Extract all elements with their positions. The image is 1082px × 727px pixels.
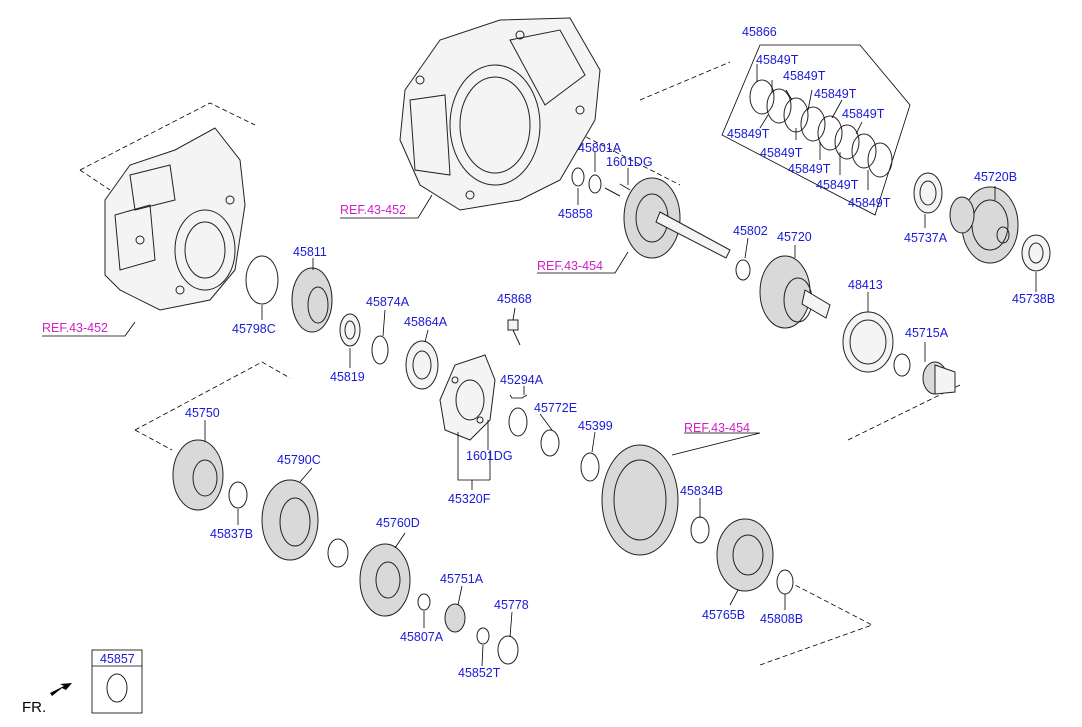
shaft-45715a [922, 361, 956, 395]
washer-45834b [690, 516, 710, 544]
washer-45399 [580, 452, 600, 482]
washer-45807a [417, 593, 431, 611]
label-45320f: 45320F [448, 492, 491, 506]
washer-45801a [588, 174, 602, 194]
label-45738b: 45738B [1012, 292, 1055, 306]
washer-45715a-ring [893, 353, 911, 377]
label-45808b: 45808B [760, 612, 803, 626]
washer-45760d [327, 538, 349, 568]
bolt-45868 [507, 319, 521, 346]
washer-45858 [571, 167, 585, 187]
label-45798c: 45798C [232, 322, 276, 336]
label-45866: 45866 [742, 25, 777, 39]
ref-label-shaft: REF.43-454 [537, 259, 603, 273]
front-arrow-icon [50, 683, 72, 696]
label-45849t: 45849T [788, 162, 831, 176]
label-45399: 45399 [578, 419, 613, 433]
front-indicator-label: FR. [22, 699, 46, 716]
washer-45874a [371, 335, 389, 365]
label-45874a: 45874A [366, 295, 410, 309]
cover-45320f [439, 354, 496, 441]
input-shaft-1601dg [604, 177, 731, 259]
label-45811: 45811 [293, 245, 327, 259]
label-45857: 45857 [100, 652, 135, 666]
washer-45837b [228, 481, 248, 509]
gear-45720 [759, 255, 831, 329]
rear-housing [104, 127, 246, 311]
bearing-45737a [913, 172, 943, 214]
gear-45790c [261, 479, 319, 561]
bearing-45864a [405, 340, 439, 390]
label-45790c: 45790C [277, 453, 321, 467]
group-outlines [79, 44, 961, 666]
label-45819: 45819 [330, 370, 365, 384]
bearing-45738b [1021, 234, 1051, 272]
washer-45852t [476, 627, 490, 645]
gear-45720b [949, 186, 1019, 264]
label-45750: 45750 [185, 406, 220, 420]
label-45294a: 45294A [500, 373, 544, 387]
gear-45811 [291, 267, 333, 333]
label-45849t: 45849T [756, 53, 799, 67]
leader-lines [204, 64, 1037, 667]
label-45849t: 45849T [760, 146, 803, 160]
label-45864a: 45864A [404, 315, 448, 329]
label-45849t: 45849T [816, 178, 859, 192]
label-45778: 45778 [494, 598, 529, 612]
part-labels: 45866 45849T 45849T 45849T 45849T 45849T… [100, 25, 1055, 680]
gear-45760d [359, 543, 411, 617]
ring-45778 [497, 635, 519, 665]
label-45751a: 45751A [440, 572, 484, 586]
label-45802: 45802 [733, 224, 768, 238]
ref-label-top: REF.43-452 [340, 203, 406, 217]
washer-45808b [776, 569, 794, 595]
seals-45294a [508, 407, 528, 437]
label-45849t: 45849T [727, 127, 770, 141]
snap-ring-45798c [245, 255, 279, 305]
label-45760d: 45760D [376, 516, 420, 530]
label-45849t: 45849T [783, 69, 826, 83]
sleeve-48413 [842, 311, 894, 373]
ring-gear-ref-454 [601, 444, 679, 556]
label-45715a: 45715A [905, 326, 949, 340]
reference-labels: REF.43-452 REF.43-452 REF.43-454 REF.43-… [42, 203, 750, 435]
reference-lines [42, 194, 761, 456]
label-45737a: 45737A [904, 231, 948, 245]
label-45849t: 45849T [842, 107, 885, 121]
label-45765b: 45765B [702, 608, 745, 622]
washer-45802 [735, 259, 751, 281]
gear-45765b [716, 518, 774, 592]
legend-box-45857 [91, 649, 143, 714]
washer-45772e [540, 429, 560, 457]
ref-label-left: REF.43-452 [42, 321, 108, 335]
label-45801a: 45801A [578, 141, 622, 155]
label-1601dg: 1601DG [466, 449, 513, 463]
label-45834b: 45834B [680, 484, 723, 498]
label-45849t: 45849T [848, 196, 891, 210]
label-45868: 45868 [497, 292, 532, 306]
ring-set-bracket [721, 44, 911, 216]
label-45849t: 45849T [814, 87, 857, 101]
bearing-45819 [339, 313, 361, 347]
label-45720: 45720 [777, 230, 812, 244]
front-housing [399, 17, 601, 211]
label-45772e: 45772E [534, 401, 577, 415]
carrier-45750 [172, 439, 224, 511]
gear-45751a [444, 603, 466, 633]
ref-label-gear: REF.43-454 [684, 421, 750, 435]
label-45837b: 45837B [210, 527, 253, 541]
label-45720b: 45720B [974, 170, 1017, 184]
label-1601dg: 1601DG [606, 155, 653, 169]
label-48413: 48413 [848, 278, 883, 292]
label-45852t: 45852T [458, 666, 501, 680]
label-45858: 45858 [558, 207, 593, 221]
label-45807a: 45807A [400, 630, 444, 644]
